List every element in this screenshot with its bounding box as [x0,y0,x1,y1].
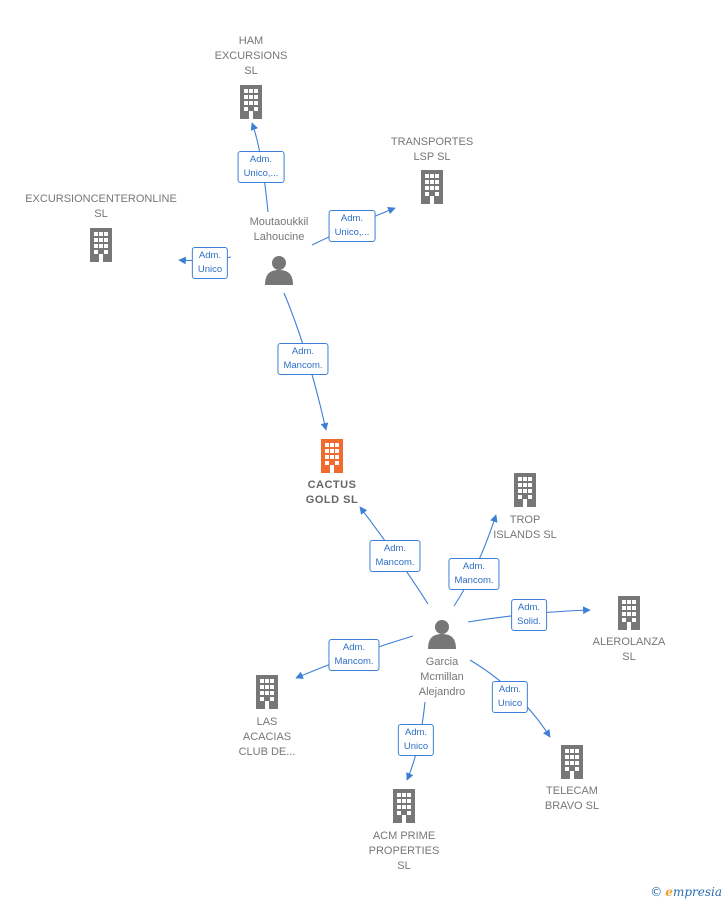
node-label-line: PROPERTIES [368,845,440,857]
building-icon[interactable] [321,439,343,473]
building-icon[interactable] [618,596,640,630]
node-label-line: BRAVO SL [544,800,600,812]
node-label-alerolanza[interactable]: ALEROLANZA SL [593,635,666,665]
edge-label-garcia-to-alerolanza[interactable]: Adm. Solid. [511,599,547,631]
person-icon[interactable] [265,256,293,285]
edge-label-moutaoukkil-to-excursioncenter[interactable]: Adm. Unico [191,247,229,279]
edge-label-line: Unico [197,264,223,275]
edge-label-line: Unico [403,741,429,752]
person-icon[interactable] [428,620,456,649]
node-label-line: TROP [509,514,541,526]
edge-label-line: Adm. [342,642,366,653]
node-label-line: Garcia [425,656,459,668]
edge-label-line: Unico,... [243,168,279,179]
node-label-line: ACM PRIME [372,830,436,842]
edge-label-garcia-to-lasacacias[interactable]: Adm. Mancom. [328,639,380,671]
brand-name: mpresia [672,885,722,899]
node-label-line: SL [397,860,411,872]
node-label-line: CLUB DE... [238,746,296,758]
node-label-line: ACACIAS [242,731,292,743]
node-label-ham[interactable]: HAM EXCURSIONS SL [215,34,288,79]
node-label-line: ISLANDS SL [493,529,557,541]
edge-label-line: Adm. [383,543,407,554]
edge-label-line: Mancom. [283,360,323,371]
edges-layer [178,122,591,781]
edge-label-line: Adm. [404,727,428,738]
node-label-acm[interactable]: ACM PRIME PROPERTIES SL [369,829,440,874]
edge-label-line: Adm. [498,684,522,695]
node-label-line: LAS [256,716,278,728]
building-icon[interactable] [90,228,112,262]
building-icon[interactable] [256,675,278,709]
node-label-lasacacias[interactable]: LAS ACACIAS CLUB DE... [239,715,296,760]
edge-label-line: Adm. [198,250,222,261]
brand-initial: e [665,885,673,899]
node-label-line: LSP SL [413,151,451,163]
edge-label-line: Mancom. [375,557,415,568]
edge-label-garcia-to-cactus[interactable]: Adm. Mancom. [369,540,421,572]
building-icon[interactable] [421,170,443,204]
node-label-line: Moutaoukkil [249,216,309,228]
node-label-line: SL [94,208,108,220]
node-label-line: EXCURSIONS [214,50,288,62]
building-icon[interactable] [240,85,262,119]
node-label-line: GOLD SL [305,494,359,506]
node-label-line: Alejandro [418,686,466,698]
node-label-line: HAM [238,35,264,47]
edge-label-garcia-to-acm[interactable]: Adm. Unico [397,724,435,756]
node-label-telecam[interactable]: TELECAM BRAVO SL [545,784,599,814]
building-icon[interactable] [393,789,415,823]
node-label-line: ALEROLANZA [592,636,666,648]
building-icon[interactable] [561,745,583,779]
edge-label-line: Adm. [291,346,315,357]
node-label-line: Lahoucine [253,231,305,243]
node-label-cactus[interactable]: CACTUS GOLD SL [306,478,358,508]
edge-label-line: Adm. [517,602,541,613]
edge-label-line: Solid. [517,616,541,627]
node-label-line: TELECAM [546,785,598,797]
edge-label-line: Adm. [462,561,486,572]
edge-label-line: Unico,... [334,227,370,238]
edge-label-line: Mancom. [454,575,494,586]
edge-label-moutaoukkil-to-transportes[interactable]: Adm. Unico,... [328,210,376,242]
copyright-symbol: © [650,885,663,899]
node-label-transportes[interactable]: TRANSPORTES LSP SL [391,135,473,165]
node-label-line: Mcmillan [420,671,464,683]
empresia-logo[interactable]: ©empresia [650,885,722,899]
node-label-excursioncenter[interactable]: EXCURSIONCENTERONLINE SL [25,192,177,222]
edge-label-line: Adm. [249,154,273,165]
node-label-trop[interactable]: TROP ISLANDS SL [493,513,557,543]
node-label-line: SL [622,651,636,663]
edge-label-garcia-to-telecam[interactable]: Adm. Unico [491,681,529,713]
edge-label-line: Mancom. [334,656,374,667]
node-label-line: EXCURSIONCENTERONLINE [25,193,177,205]
node-label-line: TRANSPORTES [390,136,474,148]
node-label-line: SL [244,65,258,77]
edge-label-garcia-to-trop[interactable]: Adm. Mancom. [448,558,500,590]
edge-label-line: Adm. [340,213,364,224]
edge-label-moutaoukkil-to-cactus[interactable]: Adm. Mancom. [277,343,329,375]
node-label-line: CACTUS [307,479,357,491]
edge-label-line: Unico [497,698,523,709]
building-icon[interactable] [514,473,536,507]
edge-label-moutaoukkil-to-ham[interactable]: Adm. Unico,... [237,151,285,183]
